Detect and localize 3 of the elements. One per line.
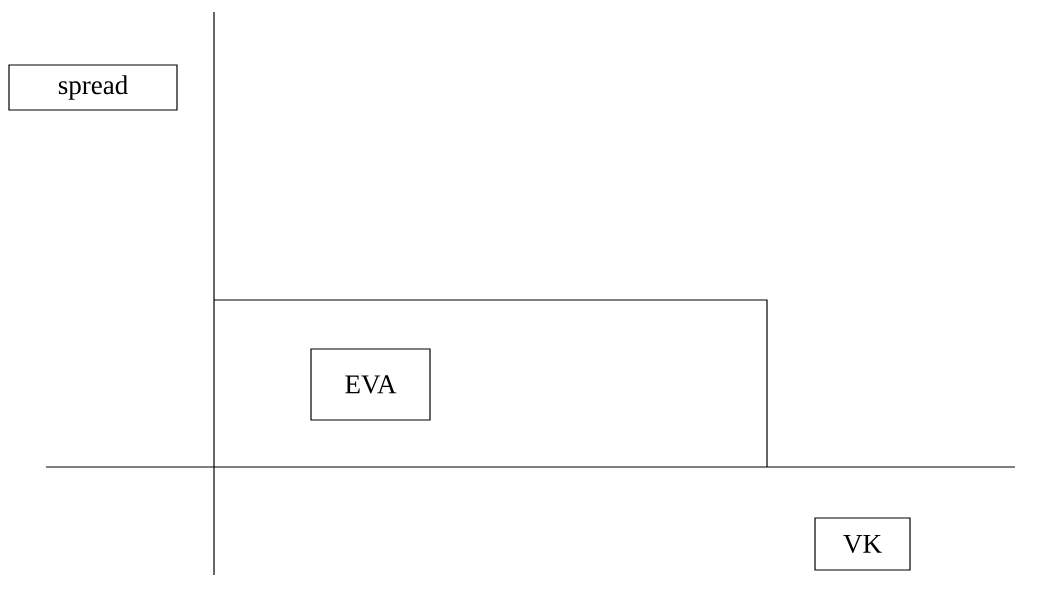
label-box: EVA	[310, 348, 431, 421]
label-box: VK	[814, 517, 911, 571]
label-box: spread	[8, 64, 178, 111]
